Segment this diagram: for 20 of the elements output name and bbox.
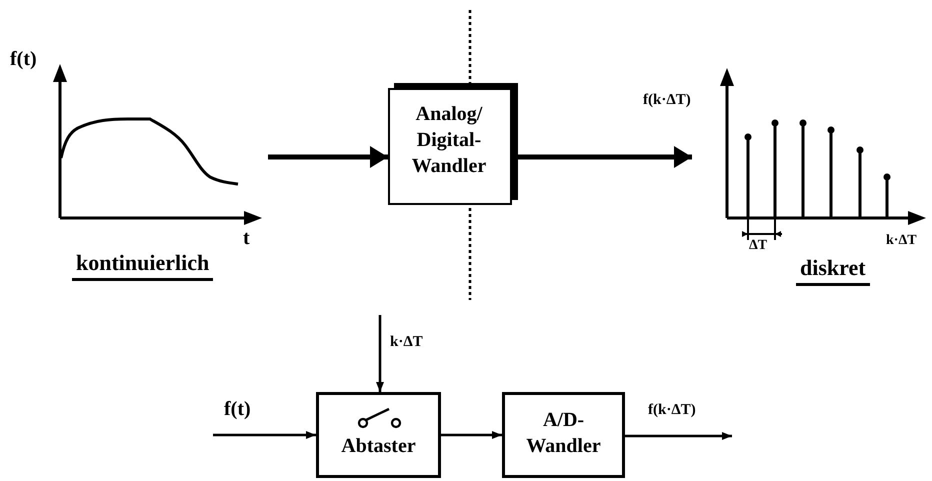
axis-label: k·ΔT bbox=[886, 233, 917, 250]
axis-label: f(k·ΔT) bbox=[643, 91, 691, 109]
box-label: Abtaster bbox=[340, 434, 417, 459]
axis-label: f(t) bbox=[10, 47, 37, 71]
axis-label: ΔT bbox=[749, 238, 768, 255]
box-label: Analog/ Digital- Wandler bbox=[410, 102, 488, 179]
arrow bbox=[518, 146, 692, 168]
axis-label: t bbox=[243, 226, 250, 250]
box-label: A/D- Wandler bbox=[525, 408, 602, 459]
edge-label: f(t) bbox=[224, 398, 251, 420]
arrow bbox=[376, 315, 384, 392]
converter-box bbox=[502, 392, 625, 478]
arrow bbox=[441, 431, 502, 439]
arrow bbox=[268, 146, 388, 168]
arrow bbox=[625, 432, 732, 440]
sampler-box bbox=[316, 392, 441, 478]
caption-text: kontinuierlich bbox=[72, 250, 214, 282]
caption-text: diskret bbox=[796, 255, 870, 286]
arrow bbox=[213, 431, 316, 439]
edge-label: f(k·ΔT) bbox=[648, 402, 696, 418]
